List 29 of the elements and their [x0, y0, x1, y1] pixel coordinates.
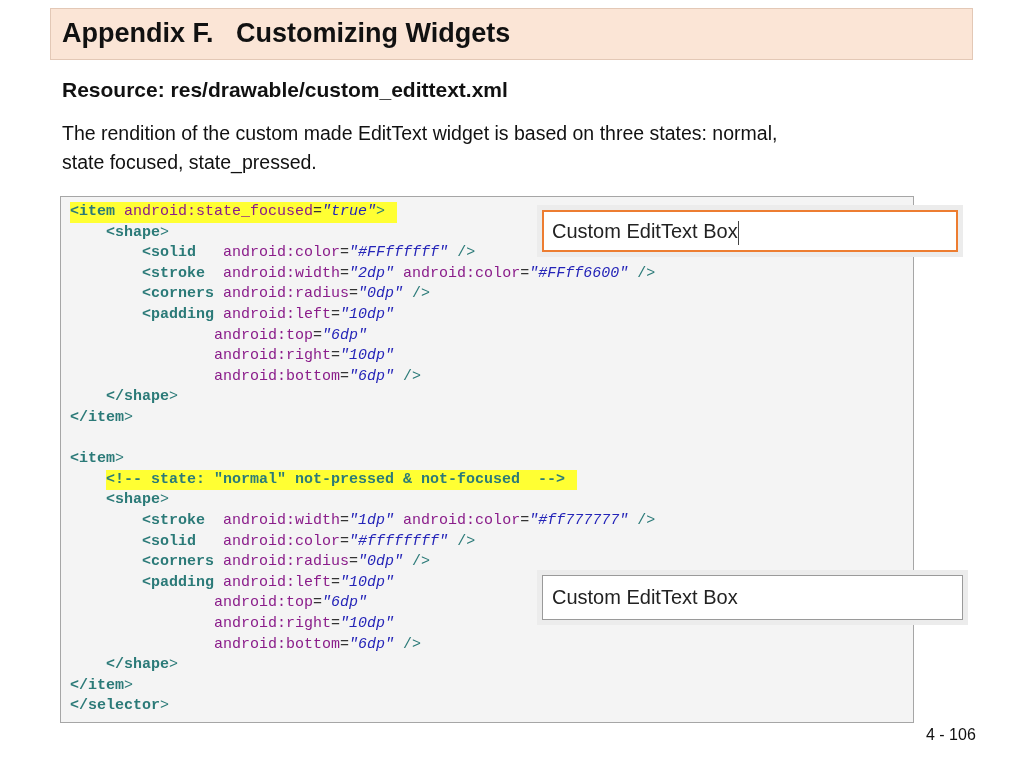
code-line: <padding android:left="10dp"	[142, 572, 395, 593]
code-line: </item>	[70, 675, 134, 696]
slide-title: Appendix F. Customizing Widgets	[62, 18, 511, 49]
code-line: <shape>	[106, 490, 170, 511]
code-line: <padding android:left="10dp"	[142, 305, 395, 325]
code-line: <stroke android:width="1dp" android:color="#ff777777" />	[142, 511, 656, 531]
code-line: <corners android:radius="0dp" />	[142, 552, 431, 573]
code-line: <shape>	[106, 222, 170, 243]
code-line: android:right="10dp"	[214, 614, 395, 634]
text-field: Custom EditText Box	[537, 205, 963, 257]
code-line: <solid android:color="#ffffffff" />	[142, 531, 476, 552]
code-line: <stroke android:width="2dp" android:color="#FFff6600" />	[142, 263, 656, 284]
code-line: android:top="6dp"	[214, 325, 368, 346]
page-number: 4 - 106	[926, 726, 976, 744]
code-line: </shape>	[106, 387, 179, 408]
code-line: android:top="6dp"	[214, 593, 368, 614]
description-text: The rendition of the custom made EditText widget is based on three states: normal, state focused, state_pressed.	[62, 121, 779, 176]
code-line: </selector>	[70, 696, 170, 717]
code-line: <item>	[70, 449, 125, 470]
code-comment: <!-- state: "normal" not-pressed & not-focused -->	[106, 469, 578, 491]
code-line: android:bottom="6dp" />	[214, 634, 422, 655]
code-line: android:right="10dp"	[214, 346, 395, 367]
code-line: android:bottom="6dp" />	[214, 366, 422, 387]
code-line: </shape>	[106, 655, 179, 676]
code-line: <corners android:radius="0dp" />	[142, 284, 431, 305]
text-field: Custom EditText Box	[537, 570, 968, 625]
resource-heading: Resource: res/drawable/custom_edittext.xml	[62, 78, 508, 102]
code-line: </item>	[70, 408, 134, 428]
code-line: <solid android:color="#FFffffff" />	[142, 243, 476, 264]
